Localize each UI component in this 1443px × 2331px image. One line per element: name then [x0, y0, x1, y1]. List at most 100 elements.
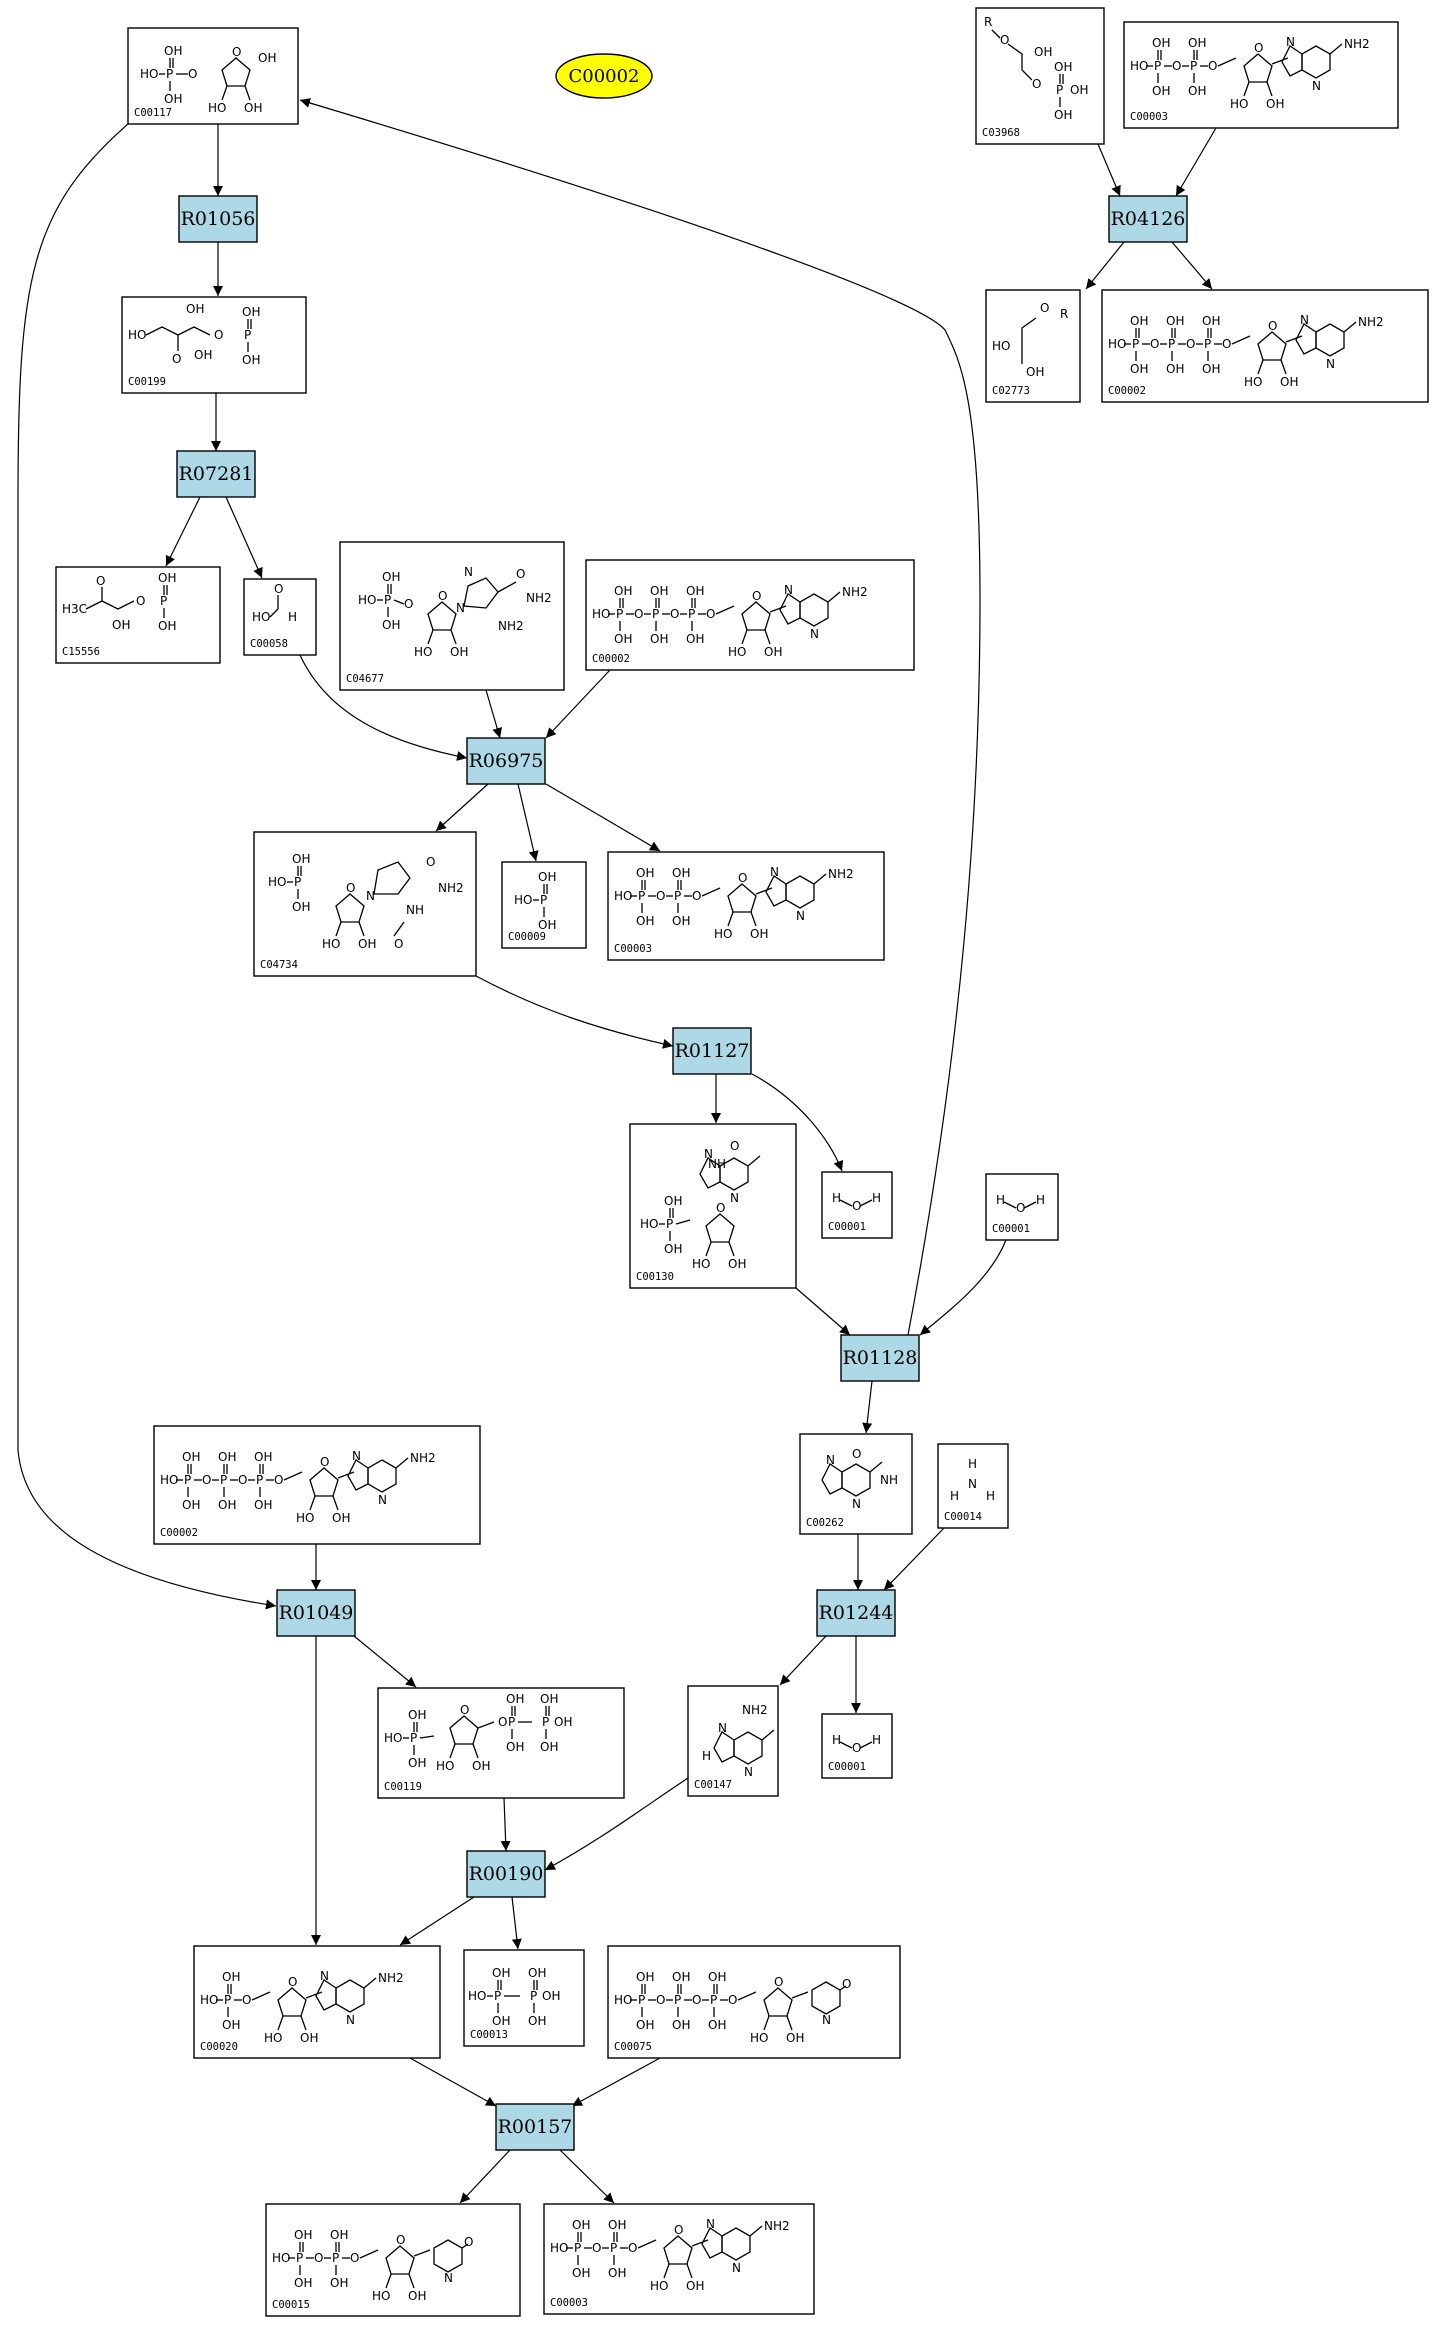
- compound-box: [799, 1433, 913, 1535]
- svg-text:P: P: [688, 607, 695, 621]
- svg-text:O: O: [396, 2233, 405, 2247]
- svg-text:NH2: NH2: [764, 2219, 790, 2233]
- svg-text:O: O: [1150, 337, 1159, 351]
- reaction-box[interactable]: [276, 1589, 356, 1637]
- svg-text:O: O: [426, 855, 435, 869]
- svg-text:N: N: [744, 1765, 753, 1779]
- reaction-r00157[interactable]: R00157: [495, 2103, 575, 2151]
- svg-text:P: P: [540, 893, 547, 907]
- svg-text:O: O: [214, 328, 223, 342]
- svg-text:OH: OH: [554, 1715, 572, 1729]
- reaction-r01244[interactable]: R01244: [816, 1589, 896, 1637]
- svg-text:OH: OH: [408, 2289, 426, 2303]
- reaction-box[interactable]: [466, 737, 546, 785]
- reaction-r01049[interactable]: R01049: [276, 1589, 356, 1637]
- svg-text:OH: OH: [672, 2018, 690, 2032]
- reaction-r06975[interactable]: R06975: [466, 737, 546, 785]
- svg-text:OH: OH: [1202, 314, 1220, 328]
- svg-text:OH: OH: [1188, 36, 1206, 50]
- svg-text:OH: OH: [1152, 36, 1170, 50]
- title-node[interactable]: C00002: [555, 53, 653, 99]
- svg-text:H: H: [702, 1749, 711, 1763]
- edge-c00001-r01128: [919, 1239, 1007, 1336]
- reaction-r01056[interactable]: R01056: [178, 195, 258, 243]
- svg-text:OH: OH: [1070, 83, 1088, 97]
- reaction-box[interactable]: [495, 2103, 575, 2151]
- svg-text:P: P: [530, 1989, 537, 2003]
- edge-r00157-c00015: [459, 2149, 511, 2204]
- reaction-r07281[interactable]: R07281: [176, 450, 256, 498]
- svg-text:N: N: [378, 1493, 387, 1507]
- title-ellipse: [555, 53, 653, 99]
- edge-c00075-r00157: [571, 2057, 661, 2107]
- reaction-box[interactable]: [1108, 195, 1188, 243]
- edges-layer: [17, 98, 1217, 2204]
- reaction-r00190[interactable]: R00190: [466, 1850, 546, 1898]
- svg-text:HO: HO: [140, 67, 158, 81]
- svg-text:NH2: NH2: [526, 591, 552, 605]
- reaction-r04126[interactable]: R04126: [1108, 195, 1188, 243]
- svg-text:HO: HO: [384, 1731, 402, 1745]
- svg-text:HO: HO: [750, 2031, 768, 2045]
- svg-text:OH: OH: [408, 1756, 426, 1770]
- reaction-r01127[interactable]: R01127: [672, 1027, 752, 1075]
- svg-text:OH: OH: [538, 918, 556, 932]
- svg-text:HO: HO: [1108, 337, 1126, 351]
- svg-text:HO: HO: [992, 339, 1010, 353]
- reaction-box[interactable]: [840, 1334, 920, 1382]
- svg-text:OH: OH: [1130, 314, 1148, 328]
- reaction-box[interactable]: [672, 1027, 752, 1075]
- edge-c04677-r06975: [485, 689, 502, 739]
- svg-text:O: O: [274, 582, 283, 596]
- svg-text:P: P: [574, 2241, 581, 2255]
- svg-text:OH: OH: [672, 1970, 690, 1984]
- reaction-box[interactable]: [816, 1589, 896, 1637]
- edge-r01128-c00117: [299, 98, 981, 1336]
- compound-id-label: C00075: [614, 2041, 652, 2053]
- reaction-box[interactable]: [466, 1850, 546, 1898]
- edge-c00020-r00157: [409, 2057, 497, 2107]
- svg-text:OH: OH: [650, 584, 668, 598]
- svg-text:OH: OH: [786, 2031, 804, 2045]
- reaction-r01128[interactable]: R01128: [840, 1334, 920, 1382]
- svg-text:N: N: [320, 1969, 329, 1983]
- svg-text:O: O: [242, 1993, 251, 2007]
- reaction-box[interactable]: [176, 450, 256, 498]
- svg-text:H: H: [986, 1489, 995, 1503]
- svg-text:P: P: [610, 2241, 617, 2255]
- reaction-box[interactable]: [178, 195, 258, 243]
- svg-text:P: P: [244, 328, 251, 342]
- title-label: C00002: [568, 66, 639, 87]
